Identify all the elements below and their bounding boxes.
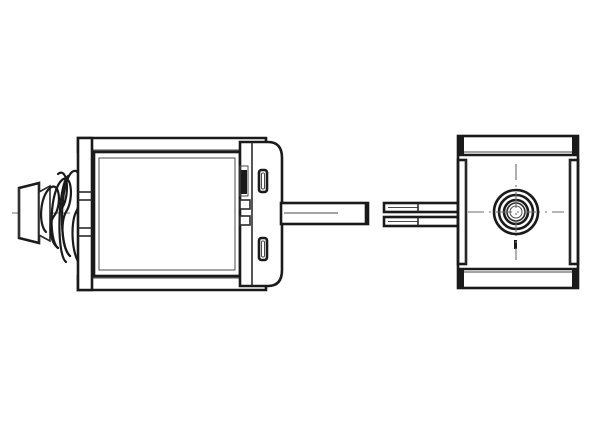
side-elevation-view — [12, 136, 370, 292]
coil-bobbin-outer — [92, 150, 242, 278]
axis-lug-lower — [239, 215, 251, 226]
mounting-slot-top — [257, 168, 269, 194]
end-cap-tab-outline — [239, 165, 249, 197]
end-elevation-view — [382, 134, 580, 290]
coil-bobbin — [92, 150, 242, 278]
mounting-slot-bottom-inner — [261, 240, 265, 258]
end-view-rail-left — [456, 137, 468, 287]
wire-leads — [382, 201, 460, 228]
return-spring — [40, 169, 82, 266]
output-shaft — [279, 201, 370, 226]
bore-circle-1 — [492, 188, 540, 236]
frame-left-leg — [76, 136, 94, 292]
plunger-tip — [17, 181, 41, 245]
end-cap-dark-tab — [241, 170, 247, 194]
mounting-slot-top-inner — [261, 172, 265, 190]
end-view-rail-right — [568, 137, 580, 287]
frame-left-leg-steps — [78, 191, 92, 237]
concentric-bore-circles — [492, 188, 540, 236]
end-cap — [238, 140, 284, 288]
end-view-centre-nub — [514, 240, 517, 249]
frame-body — [76, 136, 268, 292]
mounting-slot-bottom — [257, 236, 269, 262]
end-cap-body — [238, 140, 284, 288]
axis-lug-upper — [239, 199, 251, 210]
